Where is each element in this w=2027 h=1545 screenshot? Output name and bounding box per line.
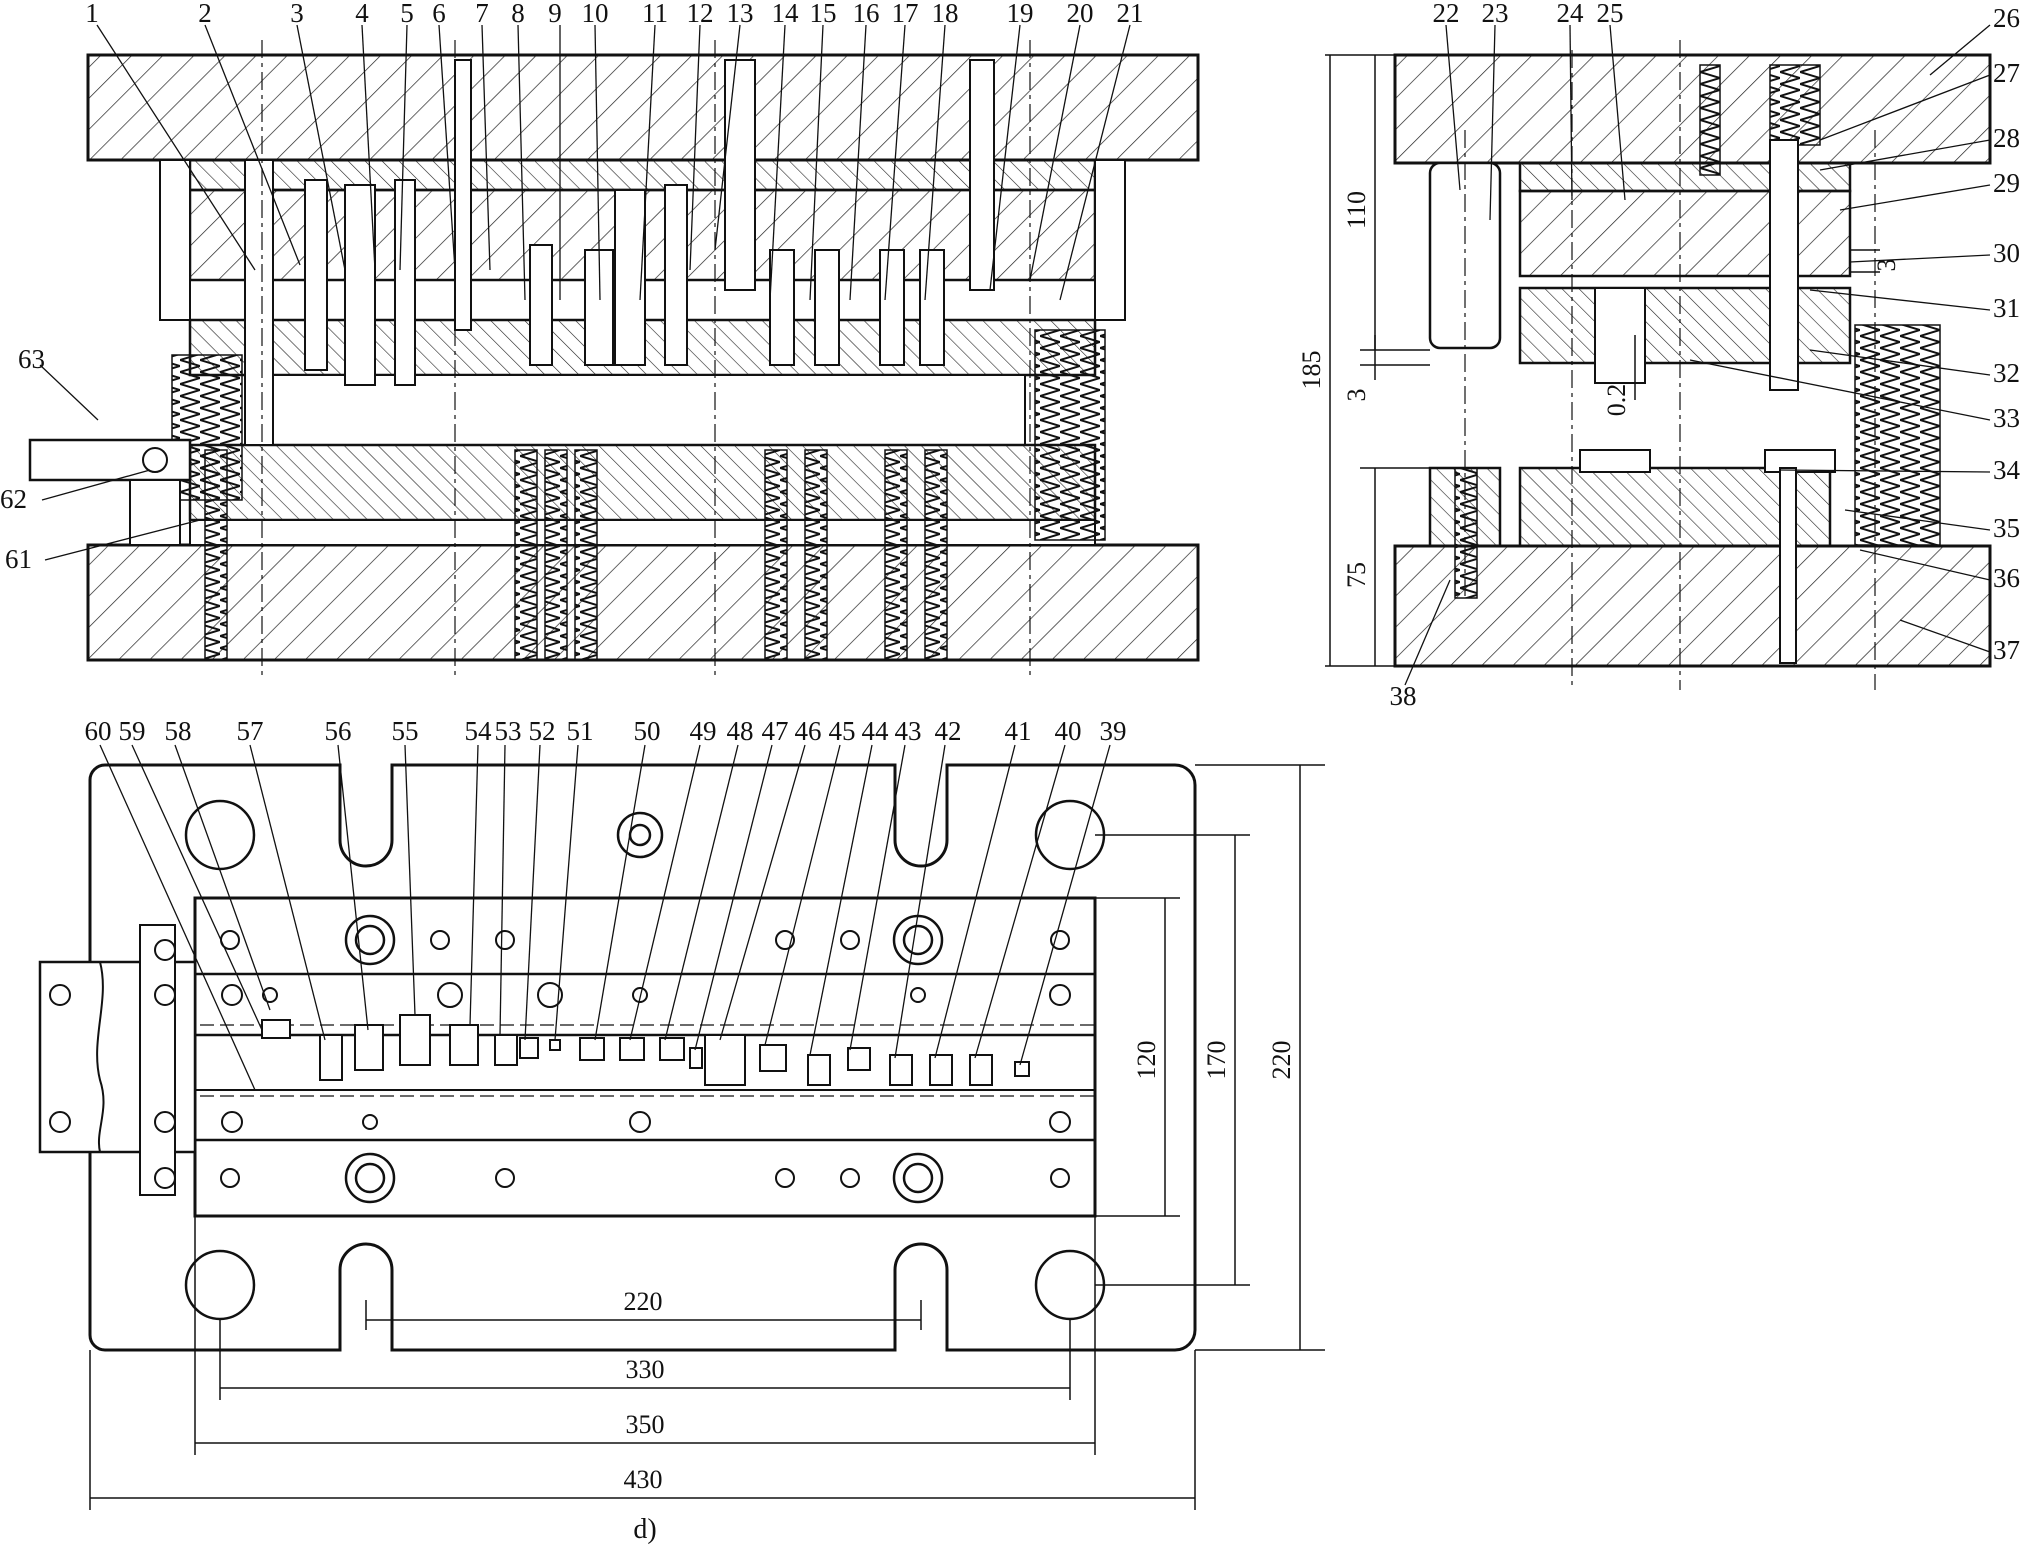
callout-60: 60 bbox=[85, 716, 112, 746]
lower-ejector-springs bbox=[204, 449, 948, 661]
dim-side-110: 110 bbox=[1342, 191, 1371, 229]
callout-40: 40 bbox=[1055, 716, 1082, 746]
callout-31: 31 bbox=[1993, 293, 2020, 323]
callout-63: 63 bbox=[18, 344, 45, 374]
dim-side-0-2: 0.2 bbox=[1602, 384, 1631, 417]
callout-30: 30 bbox=[1993, 238, 2020, 268]
dim-side-75: 75 bbox=[1342, 562, 1371, 588]
callout-42: 42 bbox=[935, 716, 962, 746]
side-callouts: 22 23 24 25 26 27 28 29 30 31 32 33 34 3… bbox=[1390, 0, 2021, 711]
callout-2: 2 bbox=[198, 0, 212, 28]
die-block bbox=[188, 443, 1097, 522]
callout-43: 43 bbox=[895, 716, 922, 746]
callout-61: 61 bbox=[5, 544, 32, 574]
figure-caption: d) bbox=[633, 1514, 656, 1545]
callout-7: 7 bbox=[475, 0, 489, 28]
callout-56: 56 bbox=[325, 716, 352, 746]
callout-54: 54 bbox=[465, 716, 493, 746]
callout-34: 34 bbox=[1993, 455, 2021, 485]
callout-24: 24 bbox=[1557, 0, 1585, 28]
callout-27: 27 bbox=[1993, 58, 2020, 88]
plan-view: 120 170 220 220 330 350 430 bbox=[38, 763, 1325, 1510]
side-backing-plate bbox=[1518, 161, 1852, 193]
callout-18: 18 bbox=[932, 0, 959, 28]
callout-14: 14 bbox=[772, 0, 800, 28]
callout-19: 19 bbox=[1007, 0, 1034, 28]
dim-plan-120: 120 bbox=[1132, 1041, 1161, 1080]
dim-plan-350: 350 bbox=[626, 1410, 665, 1439]
side-section-view: 185 110 3 75 0.2 3 bbox=[1297, 40, 1992, 690]
callout-55: 55 bbox=[392, 716, 419, 746]
callout-35: 35 bbox=[1993, 513, 2020, 543]
callout-11: 11 bbox=[642, 0, 668, 28]
side-punch-holder bbox=[1518, 189, 1852, 278]
callout-59: 59 bbox=[119, 716, 146, 746]
callout-12: 12 bbox=[687, 0, 714, 28]
callout-53: 53 bbox=[495, 716, 522, 746]
callout-10: 10 bbox=[582, 0, 609, 28]
callout-38: 38 bbox=[1390, 681, 1417, 711]
callout-20: 20 bbox=[1067, 0, 1094, 28]
callout-41: 41 bbox=[1005, 716, 1032, 746]
dim-plan-330: 330 bbox=[626, 1355, 665, 1384]
callout-62: 62 bbox=[0, 484, 27, 514]
callout-8: 8 bbox=[511, 0, 525, 28]
dim-side-185: 185 bbox=[1297, 351, 1326, 390]
callout-50: 50 bbox=[634, 716, 661, 746]
callout-17: 17 bbox=[892, 0, 919, 28]
callout-9: 9 bbox=[548, 0, 562, 28]
callout-15: 15 bbox=[810, 0, 837, 28]
guide-bushes bbox=[344, 811, 944, 1204]
callout-29: 29 bbox=[1993, 168, 2020, 198]
dim-plan-430: 430 bbox=[624, 1465, 663, 1494]
dim-side-3-upper: 3 bbox=[1872, 259, 1901, 272]
callout-37: 37 bbox=[1993, 635, 2020, 665]
callout-52: 52 bbox=[529, 716, 556, 746]
punch-pins bbox=[244, 59, 995, 446]
dim-side-3-lower: 3 bbox=[1342, 389, 1371, 402]
dim-plan-220-horizontal: 220 bbox=[624, 1287, 663, 1316]
dim-plan-220-vertical: 220 bbox=[1267, 1041, 1296, 1080]
callout-49: 49 bbox=[690, 716, 717, 746]
callout-6: 6 bbox=[432, 0, 446, 28]
callout-28: 28 bbox=[1993, 123, 2020, 153]
guide-pillar-holes bbox=[184, 799, 1106, 1321]
callout-25: 25 bbox=[1597, 0, 1624, 28]
callout-39: 39 bbox=[1100, 716, 1127, 746]
callout-36: 36 bbox=[1993, 563, 2020, 593]
callout-4: 4 bbox=[355, 0, 369, 28]
callout-16: 16 bbox=[853, 0, 880, 28]
station-punches bbox=[261, 1014, 1030, 1086]
callout-44: 44 bbox=[862, 716, 890, 746]
front-callouts: 1 2 3 4 5 6 7 8 9 10 11 12 13 14 15 16 1… bbox=[0, 0, 1144, 574]
side-stripper bbox=[1518, 286, 1852, 365]
callout-48: 48 bbox=[727, 716, 754, 746]
callout-22: 22 bbox=[1433, 0, 1460, 28]
callout-57: 57 bbox=[237, 716, 264, 746]
callout-21: 21 bbox=[1117, 0, 1144, 28]
callout-47: 47 bbox=[762, 716, 789, 746]
callout-45: 45 bbox=[829, 716, 856, 746]
callout-58: 58 bbox=[165, 716, 192, 746]
callout-3: 3 bbox=[290, 0, 304, 28]
right-spring bbox=[1034, 329, 1106, 541]
callout-33: 33 bbox=[1993, 403, 2020, 433]
upper-die-plate bbox=[86, 53, 1200, 162]
front-section-view bbox=[28, 40, 1200, 680]
callout-1: 1 bbox=[85, 0, 99, 28]
plan-callouts: 60 59 58 57 56 55 54 53 52 51 50 49 48 4… bbox=[85, 716, 1127, 1091]
side-lower-plate bbox=[1393, 544, 1992, 668]
callout-51: 51 bbox=[567, 716, 594, 746]
dim-plan-170: 170 bbox=[1202, 1041, 1231, 1080]
lower-die-plate bbox=[86, 543, 1200, 662]
callout-5: 5 bbox=[400, 0, 414, 28]
callout-23: 23 bbox=[1482, 0, 1509, 28]
callout-46: 46 bbox=[795, 716, 822, 746]
callout-13: 13 bbox=[727, 0, 754, 28]
callout-26: 26 bbox=[1993, 3, 2020, 33]
callout-32: 32 bbox=[1993, 358, 2020, 388]
